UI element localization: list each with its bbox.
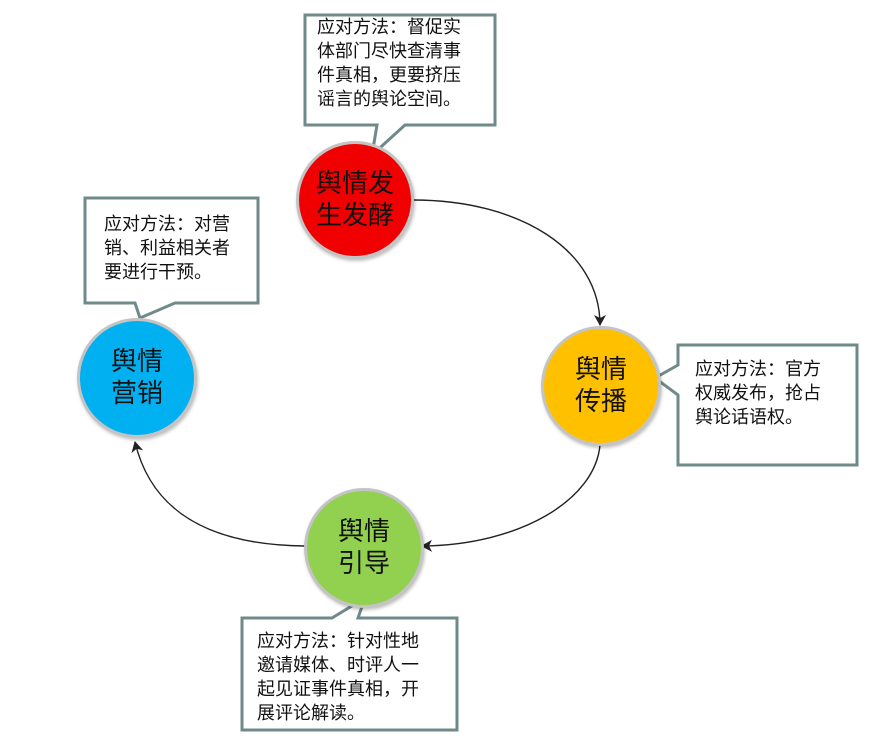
node-yindao-line1: 舆情: [337, 516, 390, 547]
callout-yingxiao-text: 应对方法：对营 销、利益相关者 要进行干预。: [104, 213, 230, 285]
callout-yindao-line: 展评论解读。: [257, 703, 365, 724]
node-chuanbo: 舆情 传播: [541, 326, 661, 446]
arrow-fajiao-to-chuanbo: [412, 199, 606, 326]
node-yindao: 舆情 引导: [304, 488, 424, 608]
node-chuanbo-line2: 传播: [574, 387, 627, 417]
node-fajiao-line1: 舆情发: [315, 168, 394, 199]
callout-box-yingxiao: [83, 196, 260, 321]
callout-yindao-line: 邀请媒体、时评人一: [257, 655, 419, 676]
callout-box-fajiao: [303, 13, 497, 160]
callout-fajiao-line: 件真相，更要挤压: [317, 65, 461, 86]
callout-fajiao-text: 应对方法：督促实 体部门尽快查清事 件真相，更要挤压 谣言的舆论空间。: [317, 16, 461, 112]
callout-yingxiao-line: 要进行干预。: [104, 262, 212, 283]
callout-chuanbo-line: 舆论话语权。: [695, 407, 803, 428]
callout-yingxiao-line: 应对方法：对营: [104, 214, 230, 235]
callout-box-chuanbo: [652, 343, 859, 467]
callout-chuanbo-text: 应对方法：官方 权威发布，抢占 舆论话语权。: [695, 358, 821, 430]
node-fajiao: 舆情发 生发酵: [296, 141, 414, 259]
callout-chuanbo-line: 应对方法：官方: [695, 359, 821, 380]
callout-box-yindao: [240, 594, 459, 732]
callout-yindao-line: 应对方法：针对性地: [257, 631, 419, 652]
node-yingxiao-line1: 舆情: [110, 346, 163, 377]
node-chuanbo-line1: 舆情: [574, 354, 627, 385]
node-yindao-line2: 引导: [337, 549, 390, 579]
callout-fajiao-line: 谣言的舆论空间。: [317, 89, 461, 110]
callout-fajiao-line: 应对方法：督促实: [317, 17, 461, 38]
callout-yindao-line: 起见证事件真相，开: [257, 679, 419, 700]
node-yingxiao-line2: 营销: [110, 379, 163, 409]
callout-fajiao-line: 体部门尽快查清事: [317, 41, 461, 62]
arrow-yindao-to-yingxiao: [131, 441, 306, 547]
callout-chuanbo-line: 权威发布，抢占: [695, 383, 821, 404]
node-fajiao-line2: 生发酵: [315, 201, 394, 231]
arrow-chuanbo-to-yindao: [421, 444, 601, 552]
node-yingxiao: 舆情 营销: [77, 318, 197, 438]
callout-yindao-text: 应对方法：针对性地 邀请媒体、时评人一 起见证事件真相，开 展评论解读。: [257, 630, 419, 726]
callout-yingxiao-line: 销、利益相关者: [104, 238, 230, 259]
